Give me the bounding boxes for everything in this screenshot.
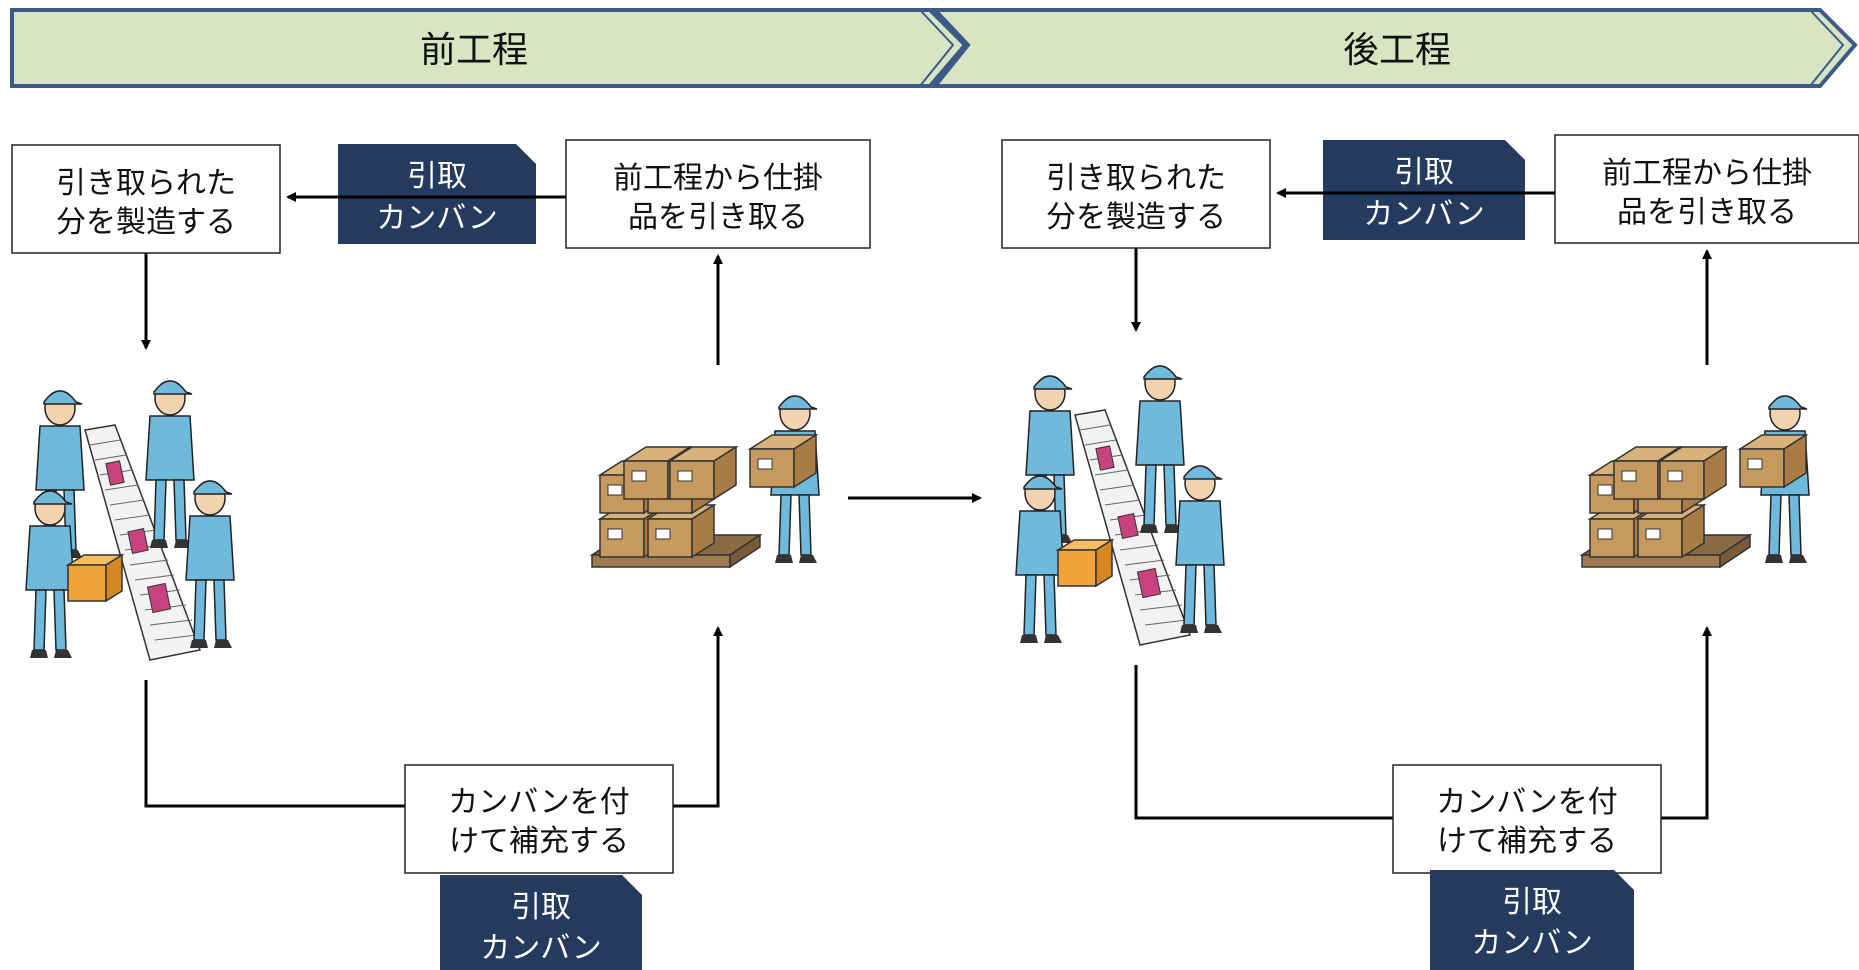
- card-line-2: カンバン: [480, 931, 602, 966]
- replenish-box: カンバンを付 けて補充する: [404, 764, 674, 874]
- replenish-line-1: カンバンを付: [448, 785, 630, 820]
- card-line-2: カンバン: [1471, 926, 1593, 961]
- card-line-1: 引取: [511, 890, 571, 925]
- banner-next-process: 後工程: [930, 7, 1858, 88]
- manufacture-box: 引き取られた 分を製造する: [1001, 139, 1271, 249]
- manufacture-line-1: 引き取られた: [1046, 161, 1226, 196]
- warehouse-worker-illustration: [592, 396, 819, 567]
- kanban-card-top: 引取 カンバン: [338, 144, 536, 244]
- process-previous: 引き取られた 分を製造する 前工程から仕掛 品を引き取る 引取 カンバン カンバ…: [11, 139, 871, 970]
- assembly-line-illustration: [26, 381, 234, 660]
- replenish-line-2: けて補充する: [449, 824, 629, 859]
- replenish-box: カンバンを付 けて補充する: [1392, 764, 1662, 874]
- kanban-card-bottom: 引取 カンバン: [440, 875, 642, 970]
- card-line-2: カンバン: [1363, 197, 1485, 232]
- replenish-line-2: けて補充する: [1437, 824, 1617, 859]
- warehouse-worker-illustration: [1582, 396, 1809, 567]
- pickup-line-1: 前工程から仕掛: [613, 161, 823, 196]
- replenish-line-1: カンバンを付: [1436, 785, 1618, 820]
- manufacture-line-1: 引き取られた: [56, 166, 236, 201]
- banner-previous-process: 前工程: [10, 8, 968, 88]
- card-line-2: カンバン: [376, 201, 498, 236]
- assembly-line-illustration: [1016, 366, 1224, 645]
- process-next: 引き取られた 分を製造する 前工程から仕掛 品を引き取る 引取 カンバン カンバ…: [1001, 134, 1859, 970]
- pickup-line-2: 品を引き取る: [1617, 195, 1797, 230]
- card-line-1: 引取: [1394, 155, 1454, 190]
- manufacture-line-2: 分を製造する: [56, 205, 236, 240]
- manufacture-line-2: 分を製造する: [1046, 200, 1226, 235]
- card-line-1: 引取: [1502, 885, 1562, 920]
- manufacture-box: 引き取られた 分を製造する: [11, 144, 281, 254]
- banner-label: 後工程: [1343, 30, 1451, 71]
- kanban-card-bottom: 引取 カンバン: [1430, 870, 1634, 970]
- pickup-line-2: 品を引き取る: [628, 200, 808, 235]
- pickup-box: 前工程から仕掛 品を引き取る: [565, 139, 871, 249]
- pickup-box: 前工程から仕掛 品を引き取る: [1554, 134, 1859, 244]
- kanban-card-top: 引取 カンバン: [1323, 140, 1525, 240]
- card-line-1: 引取: [407, 159, 467, 194]
- pickup-line-1: 前工程から仕掛: [1602, 156, 1812, 191]
- banner-label: 前工程: [420, 30, 528, 71]
